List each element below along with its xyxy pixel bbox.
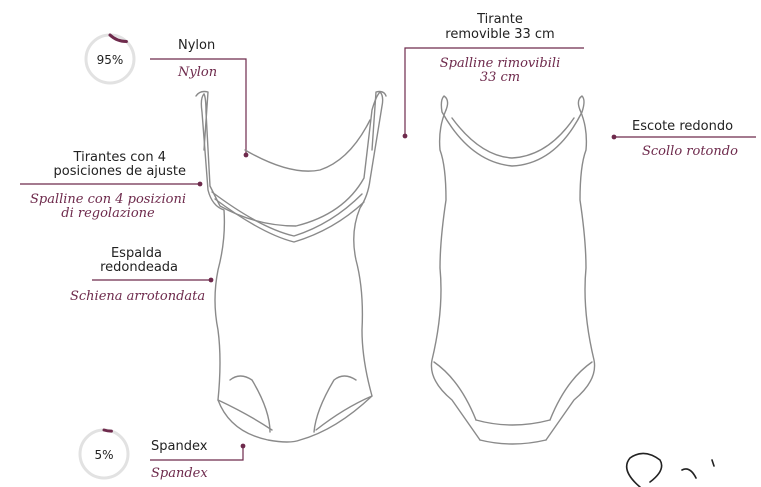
straps-adjust-label-line1: Tirantes con 4 (74, 151, 166, 165)
leader-dot-strap-removable (403, 134, 408, 139)
bodysuit-back-sketch (196, 92, 386, 443)
composition-badge-nylon: 95% (86, 35, 134, 83)
straps-adjust-it-line1: Spalline con 4 posizioni (18, 193, 198, 207)
composition-badge-spandex: 5% (80, 430, 128, 478)
removable-strap-it-line1: Spalline rimovibili (410, 57, 590, 71)
nylon-label-it: Nylon (178, 66, 217, 80)
leader-dot-spandex (241, 444, 246, 449)
leader-dot-back (209, 278, 214, 283)
leader-dot-neck (612, 135, 617, 140)
round-neck-label: Escote redondo (632, 120, 733, 134)
brand-signature (627, 453, 714, 487)
spandex-label: Spandex (151, 440, 207, 454)
straps-adjust-it-line2: di regolazione (18, 207, 198, 221)
spandex-label-it: Spandex (151, 467, 208, 481)
removable-strap-it-line2: 33 cm (410, 71, 590, 85)
leader-dot-nylon (244, 153, 249, 158)
badge-value-spandex: 5% (94, 448, 113, 462)
bodysuit-front-sketch (431, 96, 594, 444)
removable-strap-label-line1: Tirante (410, 13, 590, 27)
badge-value-nylon: 95% (97, 53, 124, 67)
leader-dot-straps (198, 182, 203, 187)
badge-progress-spandex (104, 430, 111, 431)
round-neck-it: Scollo rotondo (642, 145, 738, 159)
nylon-label: Nylon (178, 39, 215, 53)
straps-adjust-label-line2: posiciones de ajuste (53, 165, 186, 179)
round-back-label-line1: Espalda (111, 247, 162, 261)
round-back-label-line2: redondeada (100, 261, 178, 275)
round-back-it: Schiena arrotondata (70, 290, 205, 304)
removable-strap-label-line2: removible 33 cm (410, 28, 590, 42)
